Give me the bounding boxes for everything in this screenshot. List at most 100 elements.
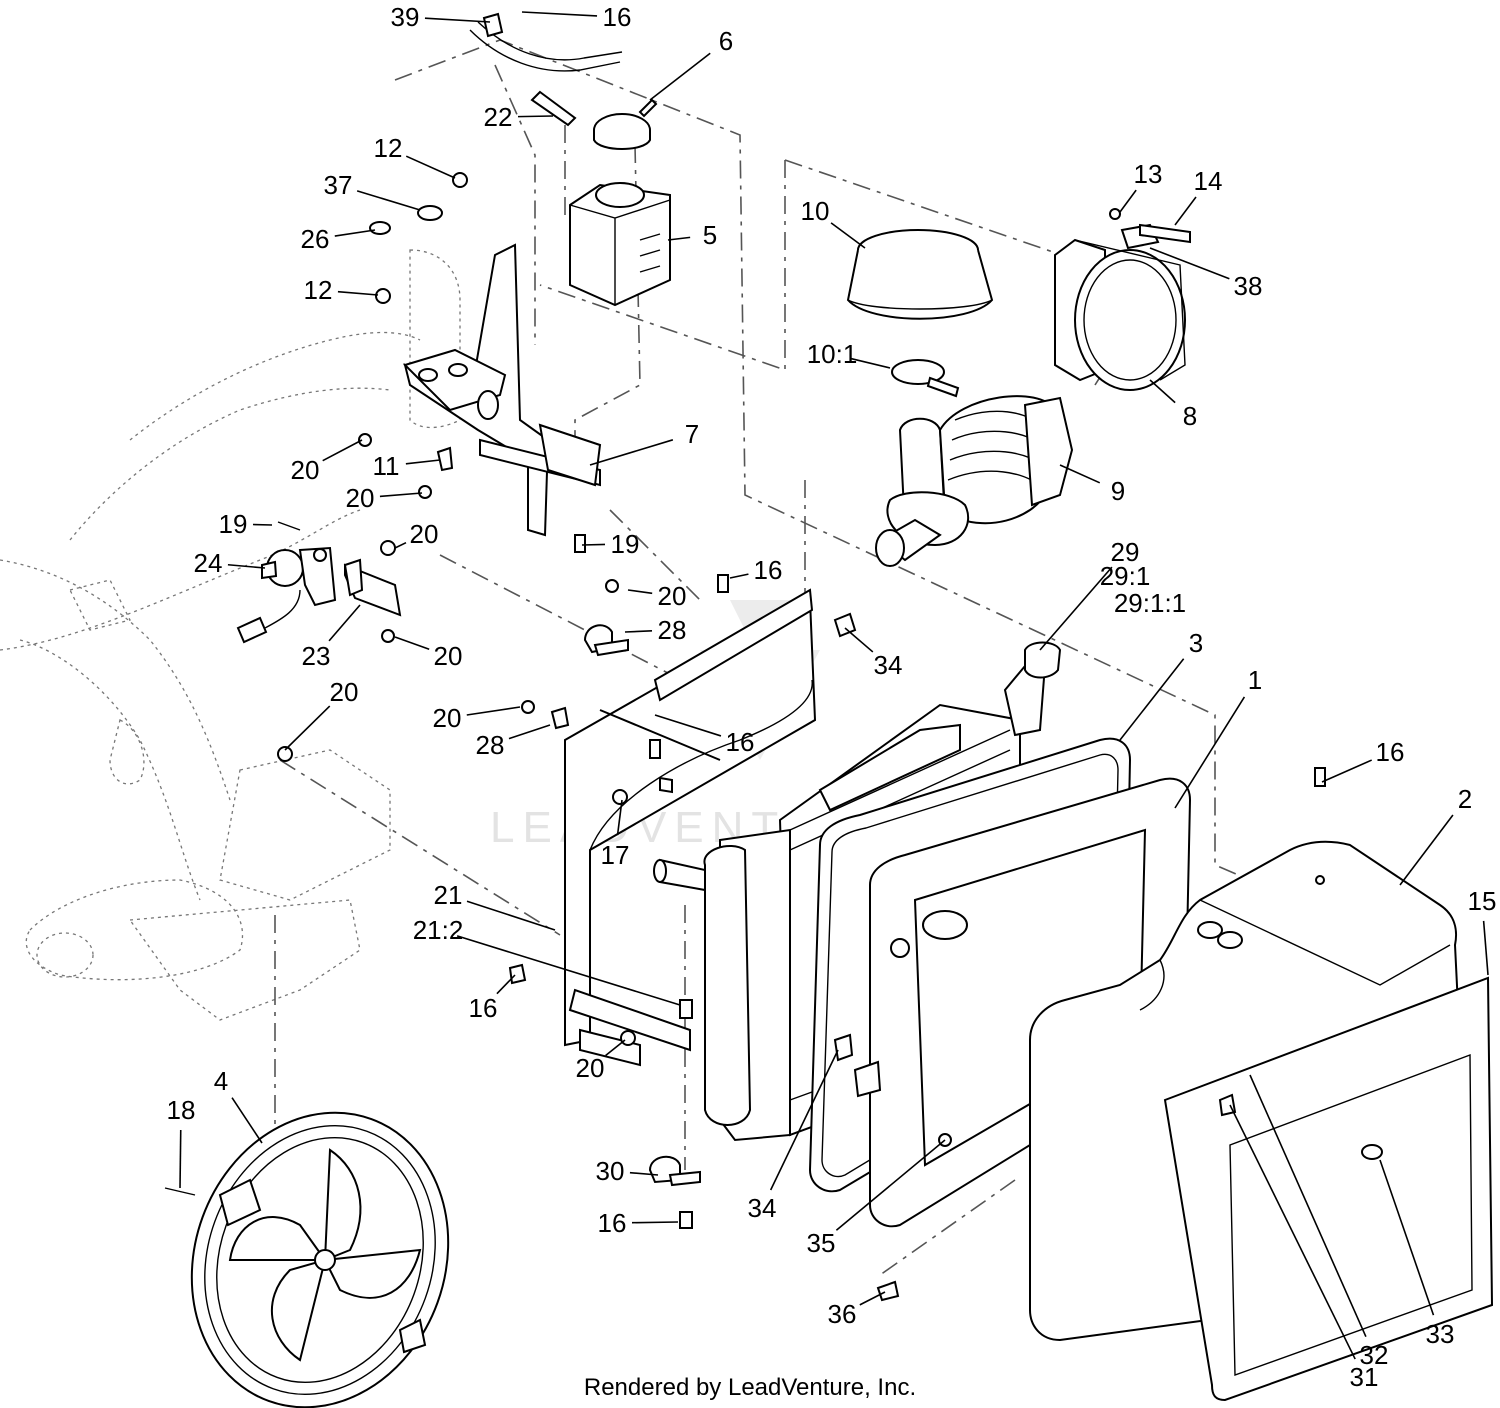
callout-leader bbox=[616, 799, 623, 836]
callout-leader bbox=[627, 589, 653, 595]
callout-leader bbox=[1119, 658, 1185, 741]
callout-leader bbox=[624, 630, 653, 633]
callout-label: 29:1:1 bbox=[1114, 588, 1186, 618]
callout-label: 9 bbox=[1111, 476, 1125, 506]
callout-label: 21:2 bbox=[413, 915, 464, 945]
callout-label: 20 bbox=[291, 455, 320, 485]
callout-leader bbox=[830, 222, 866, 249]
callout-leader bbox=[394, 636, 430, 651]
callout-leader bbox=[405, 459, 441, 465]
callout-label: 32 bbox=[1360, 1340, 1389, 1370]
callout-leaders bbox=[179, 11, 1489, 1360]
callout-leader bbox=[424, 17, 491, 23]
callout-leader bbox=[1149, 379, 1176, 404]
callout-label: 1 bbox=[1248, 665, 1262, 695]
air-cleaner-assembly bbox=[875, 395, 1074, 567]
callout-label: 30 bbox=[596, 1156, 625, 1186]
callout-leader bbox=[605, 1039, 626, 1057]
hose-clamp-39 bbox=[482, 12, 504, 38]
callout-label: 24 bbox=[194, 548, 223, 578]
callout-label: 37 bbox=[324, 170, 353, 200]
callout-leader bbox=[1249, 1074, 1367, 1338]
callout-label: 29:1 bbox=[1100, 561, 1151, 591]
callout-label: 7 bbox=[685, 419, 699, 449]
clip-31 bbox=[1218, 1093, 1237, 1117]
callout-label: 12 bbox=[304, 275, 333, 305]
callout-leader bbox=[649, 52, 711, 101]
callout-label: 35 bbox=[807, 1228, 836, 1258]
callout-leader bbox=[1149, 247, 1230, 280]
callout-leader bbox=[322, 439, 363, 462]
callout-label: 16 bbox=[469, 993, 498, 1023]
overflow-hose bbox=[469, 12, 623, 127]
air-cleaner-precleaner bbox=[846, 229, 994, 320]
callout-leader bbox=[1399, 814, 1454, 886]
callout-label: 22 bbox=[484, 102, 513, 132]
callout-leader bbox=[859, 1291, 886, 1306]
radiator-filler-neck bbox=[1003, 641, 1062, 737]
callout-label: 20 bbox=[433, 703, 462, 733]
callout-label: 23 bbox=[302, 641, 331, 671]
callout-leader bbox=[629, 1171, 659, 1176]
callout-leader bbox=[466, 900, 556, 931]
bracket-hardware bbox=[358, 172, 586, 553]
footer-credit: Rendered by LeadVenture, Inc. bbox=[584, 1374, 916, 1401]
callout-label: 36 bbox=[828, 1299, 857, 1329]
callout-label: 20 bbox=[410, 519, 439, 549]
machine-frame-ghost bbox=[0, 249, 461, 1021]
callout-leader bbox=[227, 563, 266, 569]
callout-label: 20 bbox=[346, 483, 375, 513]
clip-28-lower bbox=[550, 706, 570, 730]
callout-leader bbox=[334, 229, 376, 237]
air-cleaner-mount-band bbox=[1054, 208, 1191, 391]
callout-label: 19 bbox=[611, 529, 640, 559]
callout-label: 10 bbox=[801, 196, 830, 226]
callout-label: 10:1 bbox=[807, 339, 858, 369]
callout-label: 2 bbox=[1458, 784, 1472, 814]
callout-leader bbox=[581, 543, 606, 546]
callout-label: 20 bbox=[658, 581, 687, 611]
callout-label: 33 bbox=[1426, 1319, 1455, 1349]
callout-leader bbox=[508, 724, 551, 740]
callout-leader bbox=[466, 706, 521, 716]
callout-leader bbox=[1321, 759, 1373, 783]
callout-leader bbox=[517, 115, 554, 118]
callout-label: 11 bbox=[373, 451, 400, 481]
hose-fitting-22 bbox=[530, 90, 577, 127]
knob-33 bbox=[1361, 1144, 1383, 1160]
reservoir-cap bbox=[593, 98, 658, 150]
callout-label: 28 bbox=[476, 730, 505, 760]
callout-label: 3 bbox=[1189, 628, 1203, 658]
callout-leader bbox=[379, 492, 423, 498]
callout-leader bbox=[654, 714, 722, 737]
callout-leader bbox=[729, 573, 749, 579]
callout-label: 26 bbox=[301, 224, 330, 254]
callout-leader bbox=[1229, 1104, 1356, 1360]
callout-leader bbox=[356, 190, 421, 211]
callout-label: 38 bbox=[1234, 271, 1263, 301]
callout-label: 15 bbox=[1468, 886, 1497, 916]
callout-leader bbox=[631, 1221, 679, 1224]
hose-clamp-10-1 bbox=[891, 359, 960, 398]
callout-leader bbox=[456, 935, 681, 1006]
callout-label: 31 bbox=[1350, 1362, 1379, 1392]
callout-label: 20 bbox=[576, 1053, 605, 1083]
callout-leader bbox=[769, 1049, 839, 1191]
callout-label: 34 bbox=[874, 650, 903, 680]
callout-label: 14 bbox=[1194, 166, 1223, 196]
callout-label: 16 bbox=[754, 555, 783, 585]
callout-leader bbox=[394, 541, 407, 549]
callout-label: 13 bbox=[1134, 159, 1163, 189]
callout-leader bbox=[667, 236, 691, 241]
temperature-sensor bbox=[236, 521, 337, 644]
callout-leader bbox=[231, 1097, 263, 1144]
reservoir-bracket bbox=[403, 243, 602, 537]
callout-label: 12 bbox=[374, 133, 403, 163]
callout-label: 16 bbox=[603, 2, 632, 32]
callout-label: 6 bbox=[719, 26, 733, 56]
callout-label: 8 bbox=[1183, 401, 1197, 431]
callout-leader bbox=[1174, 696, 1246, 809]
